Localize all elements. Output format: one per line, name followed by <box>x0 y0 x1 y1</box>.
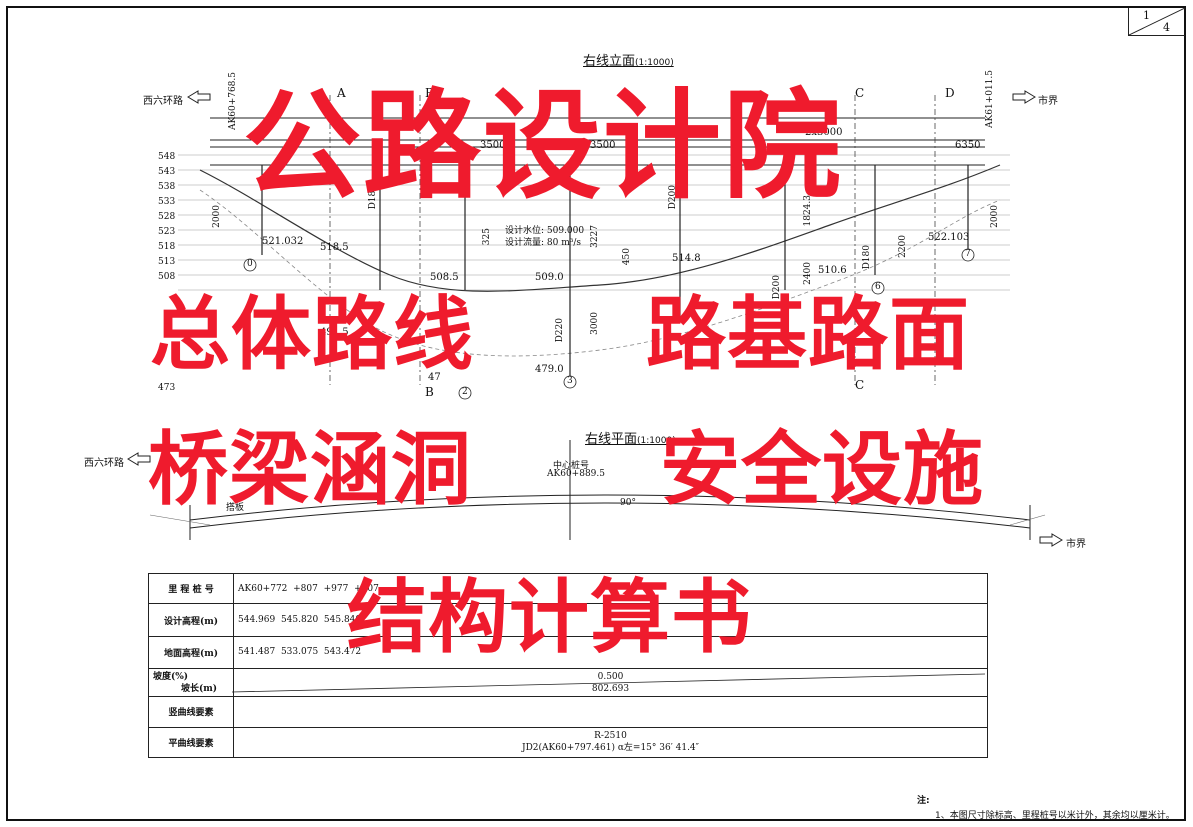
row-label-vertical-curve: 竖曲线要素 <box>148 696 234 728</box>
pier-dim-9: 2400 <box>803 262 813 285</box>
overlay-roadbed: 路基路面 <box>646 288 970 381</box>
row-values-station: AK60+772 +807 +977 +007 <box>233 572 988 605</box>
start-station: AK60+768.5 <box>228 72 238 130</box>
row-values-vertical-curve <box>233 696 988 728</box>
overlay-calc: 结构计算书 <box>347 571 752 664</box>
overlay-safety: 安全设施 <box>660 423 984 516</box>
pier-dim-10: 3000 <box>590 312 600 335</box>
notes-item-1: 1、本图尺寸除标高、里程桩号以米计外，其余均以厘米计。 <box>935 811 1175 821</box>
elev-533: 533 <box>158 197 176 207</box>
row-values-ground: 541.487 533.075 543.472 <box>233 635 988 670</box>
pier-dim-12: 3227 <box>590 225 600 248</box>
level-510: 510.6 <box>818 265 847 276</box>
plan-left-direction: 西六环路 <box>84 458 124 469</box>
plan-title: 右线平面(1:1000) <box>585 432 676 447</box>
pier-dim-7: 2000 <box>990 205 1000 228</box>
row-label-slope: 坡度(%)坡长(m) <box>148 668 234 698</box>
elev-528: 528 <box>158 212 176 222</box>
level-522: 522.103 <box>928 232 970 243</box>
section-letter-b-bottom: B <box>425 385 434 399</box>
elev-513: 513 <box>158 257 176 267</box>
design-flow: 设计流量: 80 m³/s <box>505 238 581 248</box>
elev-473: 473 <box>158 383 176 393</box>
pier-no-7: 7 <box>965 249 971 259</box>
level-509: 509.0 <box>535 272 564 283</box>
span-4: 6350 <box>955 140 981 151</box>
table-row: 设计高程(m) 544.969 545.820 545.840 <box>148 603 988 637</box>
row-label-station: 里 程 桩 号 <box>148 572 234 605</box>
span-2: 3500 <box>590 140 616 151</box>
elevation-left-direction: 西六环路 <box>143 96 183 107</box>
plan-center-station: AK60+889.5 <box>547 469 605 479</box>
row-label-horizontal-curve: 平曲线要素 <box>148 726 234 759</box>
pier-dim-13: 325 <box>482 228 492 246</box>
level-521: 521.032 <box>262 236 304 247</box>
plan-angle: 90° <box>620 498 636 508</box>
plan-center-station-label: 中心桩号 <box>553 461 590 471</box>
level-479: 479.0 <box>535 364 564 375</box>
pier-dim-3: D220 <box>555 318 565 343</box>
sheet-total: 4 <box>1163 21 1170 34</box>
section-letter-b: B <box>425 86 434 100</box>
overlay-bridge: 桥梁涵洞 <box>148 423 472 516</box>
table-row: 里 程 桩 号 AK60+772 +807 +977 +007 <box>148 572 988 605</box>
row-label-ground: 地面高程(m) <box>148 635 234 670</box>
pier-no-2: 2 <box>462 387 468 397</box>
plan-right-direction: 市界 <box>1066 539 1086 550</box>
elevation-right-direction: 市界 <box>1038 96 1058 107</box>
elev-508: 508 <box>158 272 176 282</box>
elev-523: 523 <box>158 227 176 237</box>
pier-no-0: 0 <box>247 259 253 269</box>
profile-table: 里 程 桩 号 AK60+772 +807 +977 +007 设计高程(m) … <box>148 572 988 759</box>
end-station: AK61+011.5 <box>985 70 995 128</box>
drawing-frame <box>6 6 1186 821</box>
table-row: 竖曲线要素 <box>148 696 988 728</box>
level-514: 514.8 <box>672 253 701 264</box>
pier-no-3: 3 <box>567 376 573 386</box>
section-letter-a: A <box>337 86 346 100</box>
elevation-title: 右线立面(1:1000) <box>583 54 674 69</box>
pier-no-6: 6 <box>875 282 881 292</box>
plan-abutment: 搭板 <box>226 503 245 513</box>
pier-dim-5: D180 <box>862 245 872 270</box>
pier-dim-14: 450 <box>622 248 632 266</box>
row-values-design: 544.969 545.820 545.840 <box>233 603 988 637</box>
water-level: 设计水位: 509.000 <box>505 226 585 236</box>
section-letter-d: D <box>945 86 955 100</box>
overlay-title: 公路设计院 <box>243 77 844 215</box>
sheet-number-box: 1 4 <box>1128 8 1185 36</box>
elev-538: 538 <box>158 182 176 192</box>
level-518: 518.5 <box>320 242 349 253</box>
section-letter-c: C <box>855 86 865 100</box>
table-row: 地面高程(m) 541.487 533.075 543.472 <box>148 635 988 670</box>
level-508: 508.5 <box>430 272 459 283</box>
pier-dim-8: 2200 <box>898 235 908 258</box>
overlay-route: 总体路线 <box>150 288 474 381</box>
sheet-current: 1 <box>1143 9 1150 22</box>
elev-543: 543 <box>158 167 176 177</box>
pier-dim-6: 2000 <box>212 205 222 228</box>
section-letter-c-bottom: C <box>855 378 865 392</box>
sheet-divider <box>1129 8 1185 35</box>
notes-heading: 注: <box>917 796 930 806</box>
level-47: 47 <box>428 372 441 383</box>
row-label-design: 设计高程(m) <box>148 603 234 637</box>
elev-548: 548 <box>158 152 176 162</box>
level-491: 491.5 <box>320 327 349 338</box>
elev-518: 518 <box>158 242 176 252</box>
span-3: 2x3000 <box>805 127 843 138</box>
span-1: 3500 <box>480 140 506 151</box>
